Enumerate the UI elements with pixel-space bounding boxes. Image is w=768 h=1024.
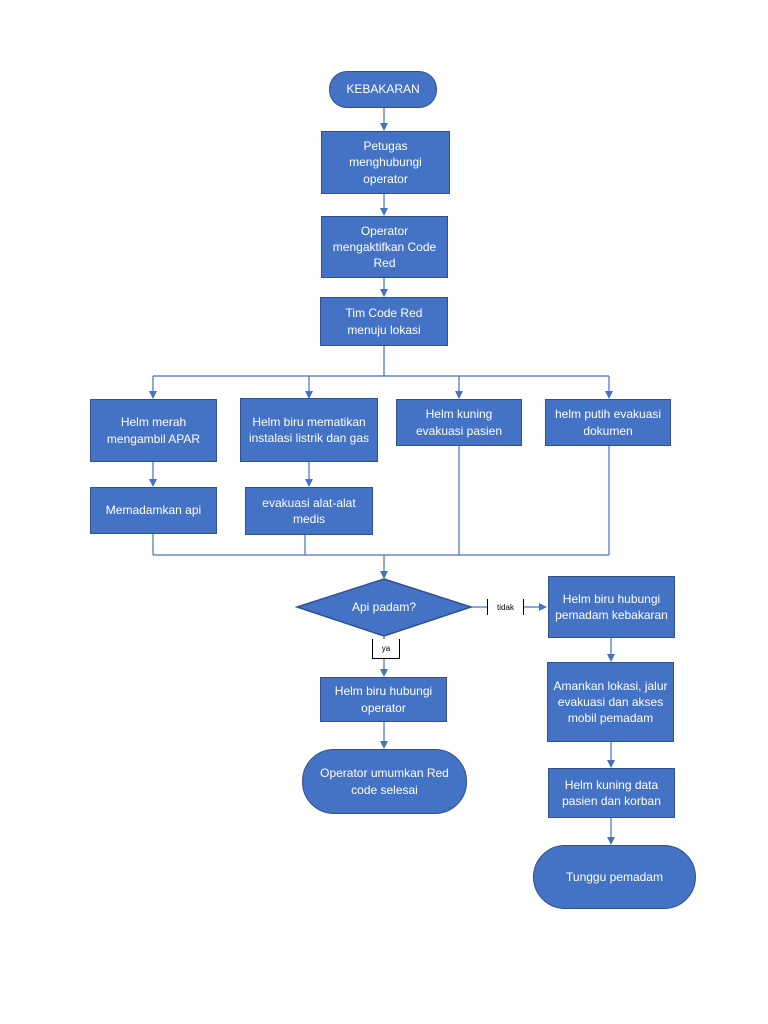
helm-biru-hubungi-operator-box: Helm biru hubungi operator: [320, 677, 447, 722]
helm-biru-box: Helm biru mematikan instalasi listrik da…: [240, 398, 378, 462]
helm-merah-box: Helm merah mengambil APAR: [90, 399, 217, 462]
start-terminator: KEBAKARAN: [329, 71, 437, 108]
operator-umumkan-terminator: Operator umumkan Red code selesai: [302, 749, 467, 814]
decision-diamond: [294, 578, 474, 637]
helm-putih-box: helm putih evakuasi dokumen: [545, 399, 671, 446]
step-petugas-menghubungi: Petugas menghubungi operator: [321, 131, 450, 194]
decision-label: Api padam?: [351, 600, 417, 614]
evakuasi-alat-box: evakuasi alat-alat medis: [245, 487, 373, 535]
label-ya: ya: [372, 639, 400, 659]
helm-kuning-data-box: Helm kuning data pasien dan korban: [548, 768, 675, 818]
tunggu-pemadam-terminator: Tunggu pemadam: [533, 845, 696, 909]
helm-kuning-box: Helm kuning evakuasi pasien: [396, 399, 522, 446]
step-operator-code-red: Operator mengaktifkan Code Red: [321, 216, 448, 278]
memadamkan-api-box: Memadamkan api: [90, 487, 217, 534]
label-tidak: tidak: [487, 599, 524, 615]
helm-biru-hubungi-pemadam-box: Helm biru hubungi pemadam kebakaran: [548, 576, 675, 638]
step-tim-menuju-lokasi: Tim Code Red menuju lokasi: [320, 297, 448, 346]
amankan-lokasi-box: Amankan lokasi, jalur evakuasi dan akses…: [547, 662, 674, 742]
